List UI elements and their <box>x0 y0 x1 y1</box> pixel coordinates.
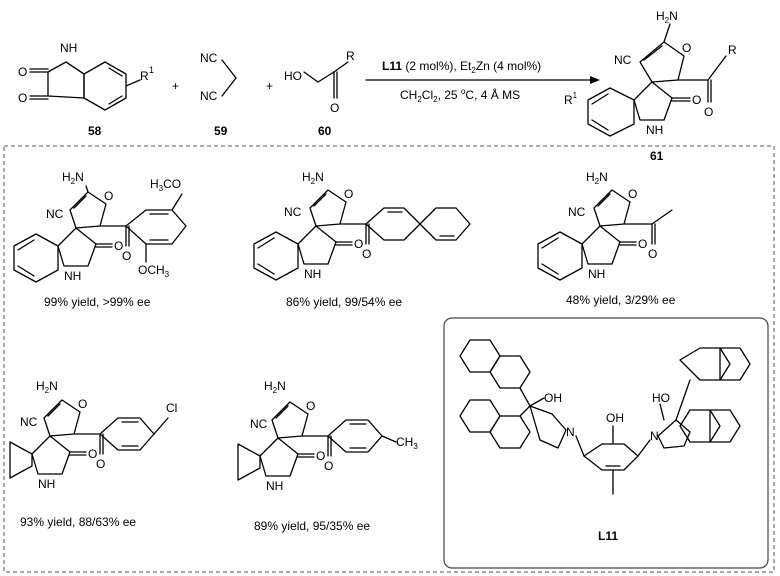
atom-o: O <box>78 397 87 411</box>
atom-o: O <box>362 247 371 261</box>
atom-o: O <box>344 187 353 201</box>
atom-nc: NC <box>20 415 38 429</box>
product-61: H2N O NC O R O NH R1 61 <box>564 9 737 163</box>
atom-o: O <box>704 105 713 119</box>
compound-label-59: 59 <box>214 124 228 138</box>
atom-nc: NC <box>284 205 302 219</box>
atom-nh: NH <box>304 267 321 281</box>
atom-o: O <box>306 399 315 413</box>
svg-text:L11 (2 mol%), Et2Zn (4 mol%): L11 (2 mol%), Et2Zn (4 mol%) <box>382 59 541 75</box>
atom-h2n: H2N <box>36 379 58 395</box>
atom-h2n: H2N <box>656 9 678 25</box>
atom-nh: NH <box>266 479 283 493</box>
atom-oh: OH <box>606 411 624 425</box>
compound-label-58: 58 <box>88 124 102 138</box>
atom-r: R <box>346 49 355 63</box>
atom-h2n: H2N <box>62 170 84 186</box>
example-1-structure: H2N O NC O NH O H3CO OCH3 99% yield, >99… <box>13 170 187 309</box>
atom-o: O <box>648 247 657 261</box>
atom-h2n: H2N <box>586 170 608 186</box>
atom-nh: NH <box>60 41 77 55</box>
atom-nc: NC <box>200 89 218 103</box>
atom-n: N <box>650 429 659 443</box>
atom-r1: R <box>140 69 149 83</box>
scope-dashed-box <box>3 145 775 573</box>
atom-cl: Cl <box>166 401 177 415</box>
ligand-box <box>443 317 769 569</box>
hydroxyketone-60: HO R O 60 <box>284 49 355 138</box>
atom-o: O <box>88 447 97 461</box>
example-2-structure: H2N O NC O NH O 86% yield, 99/54% ee <box>253 170 471 309</box>
atom-o: O <box>18 65 27 79</box>
atom-o: O <box>692 93 701 107</box>
atom-o: O <box>96 457 105 471</box>
atom-ch3: CH3 <box>396 435 418 451</box>
atom-o: O <box>628 187 637 201</box>
atom-nh: NH <box>64 269 81 283</box>
atom-o: O <box>682 41 691 55</box>
atom-sup: 1 <box>149 65 154 75</box>
example-3-structure: H2N O NC O NH O 48% yield, 3/29% ee <box>537 170 676 307</box>
atom-o: O <box>354 237 363 251</box>
compound-label-60: 60 <box>318 124 332 138</box>
atom-nh: NH <box>38 477 55 491</box>
atom-o: O <box>114 239 123 253</box>
atom-oh: OH <box>544 391 562 405</box>
malononitrile-59: NC NC 59 <box>200 51 237 138</box>
catalyst-label: L11 <box>382 59 402 73</box>
example-caption-5: 89% yield, 95/35% ee <box>254 519 370 533</box>
atom-nc: NC <box>250 417 268 431</box>
plus-sign: + <box>172 79 179 93</box>
atom-nc: NC <box>46 207 64 221</box>
example-caption-3: 48% yield, 3/29% ee <box>566 293 676 307</box>
atom-o: O <box>122 249 131 263</box>
atom-nc: NC <box>614 53 632 67</box>
example-caption-4: 93% yield, 88/63% ee <box>20 515 136 529</box>
svg-text:CH2Cl2, 25 oC, 4 Å MS: CH2Cl2, 25 oC, 4 Å MS <box>400 87 520 104</box>
atom-ho: HO <box>284 69 302 83</box>
example-5-structure: H2N O NC O NH O CH3 89% yield, 95/35% ee <box>237 379 418 533</box>
plus-sign: + <box>266 79 273 93</box>
atom-nh: NH <box>646 123 663 137</box>
atom-r1: R1 <box>564 91 578 107</box>
atom-o: O <box>638 237 647 251</box>
atom-nh: NH <box>588 267 605 281</box>
example-4-structure: H2N O NC O NH O Cl 93% yield, 88/63% ee <box>9 379 177 529</box>
atom-o: O <box>104 189 113 203</box>
ligand-label: L11 <box>598 529 618 543</box>
isatin-58: NH O O R 1 58 <box>18 41 154 138</box>
atom-o: O <box>330 101 339 115</box>
atom-nc: NC <box>200 51 218 65</box>
reaction-arrow: L11 (2 mol%), Et2Zn (4 mol%) CH2Cl2, 25 … <box>365 59 600 104</box>
compound-label-61: 61 <box>650 149 664 163</box>
atom-o: O <box>316 449 325 463</box>
atom-h3co: H3CO <box>150 177 181 193</box>
atom-h2n: H2N <box>264 379 286 395</box>
atom-nc: NC <box>568 205 586 219</box>
atom-o: O <box>18 91 27 105</box>
example-caption-2: 86% yield, 99/54% ee <box>286 295 402 309</box>
ligand-l11: OH N OH N HO L11 <box>443 317 769 569</box>
atom-r: R <box>728 43 737 57</box>
atom-n: N <box>566 425 575 439</box>
atom-och3: OCH3 <box>138 263 170 279</box>
example-caption-1: 99% yield, >99% ee <box>44 295 151 309</box>
atom-o: O <box>324 459 333 473</box>
atom-ho: HO <box>652 391 670 405</box>
atom-h2n: H2N <box>302 170 324 186</box>
